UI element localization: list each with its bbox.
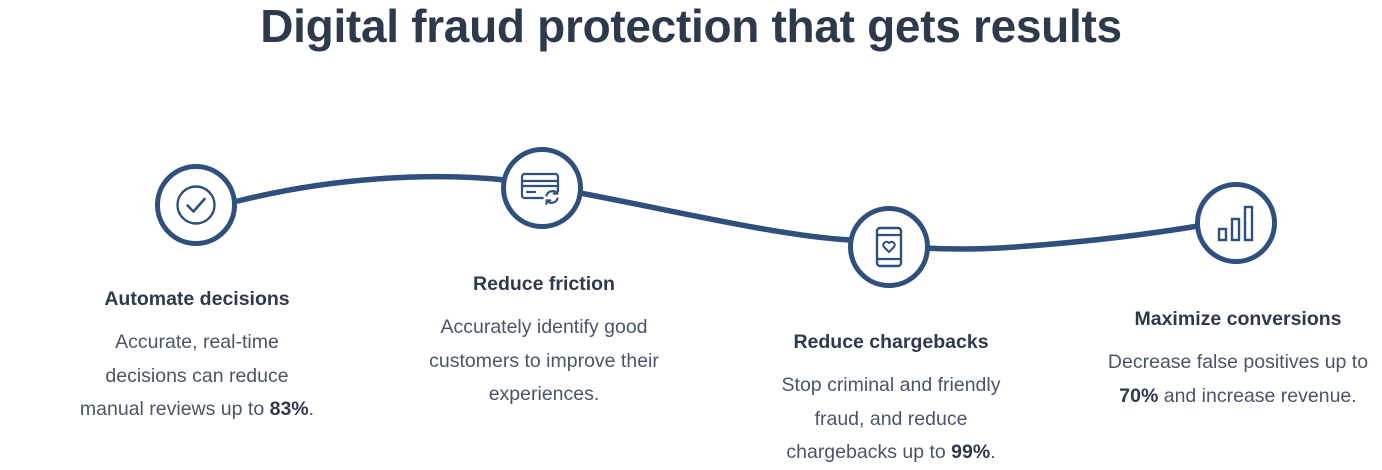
phone-heart-icon (875, 226, 903, 268)
feature-description-end: and increase revenue. (1158, 384, 1357, 407)
reduce-friction-node (501, 147, 583, 229)
feature-description-text: Accurately identify good customers to im… (429, 316, 659, 405)
feature-description-text: Stop criminal and friendly fraud, and re… (781, 374, 1001, 463)
feature-highlight: 83% (269, 398, 309, 420)
feature-description-text: Accurate, real-time decisions can reduce… (79, 331, 289, 420)
feature-title: Maximize conversions (1134, 308, 1342, 330)
feature-title: Reduce friction (473, 273, 615, 295)
feature-description: Accurate, real-time decisions can reduce… (47, 326, 347, 427)
bar-chart-icon (1217, 205, 1254, 242)
check-circle-icon (176, 185, 216, 225)
feature-automate-decisions: Automate decisions Accurate, real-time d… (47, 286, 347, 427)
feature-title: Automate decisions (104, 288, 290, 310)
feature-reduce-chargebacks: Reduce chargebacks Stop criminal and fri… (741, 329, 1041, 470)
automate-decisions-node (155, 164, 237, 246)
feature-description: Accurately identify good customers to im… (394, 311, 694, 412)
feature-description: Decrease false positives up to 70% and i… (1088, 346, 1382, 413)
maximize-conversions-node (1195, 182, 1277, 264)
feature-highlight: 70% (1119, 384, 1159, 407)
feature-description: Stop criminal and friendly fraud, and re… (741, 369, 1041, 470)
page-title: Digital fraud protection that gets resul… (260, 0, 1122, 52)
feature-maximize-conversions: Maximize conversions Decrease false posi… (1088, 306, 1382, 413)
feature-description-end: . (990, 441, 996, 463)
reduce-chargebacks-node (848, 206, 930, 288)
feature-highlight: 99% (951, 441, 991, 463)
feature-title: Reduce chargebacks (793, 331, 989, 353)
credit-card-refresh-icon (520, 172, 561, 206)
feature-reduce-friction: Reduce friction Accurately identify good… (394, 271, 694, 412)
feature-description-end: . (308, 398, 315, 420)
feature-description-text: Decrease false positives up to (1107, 351, 1369, 373)
